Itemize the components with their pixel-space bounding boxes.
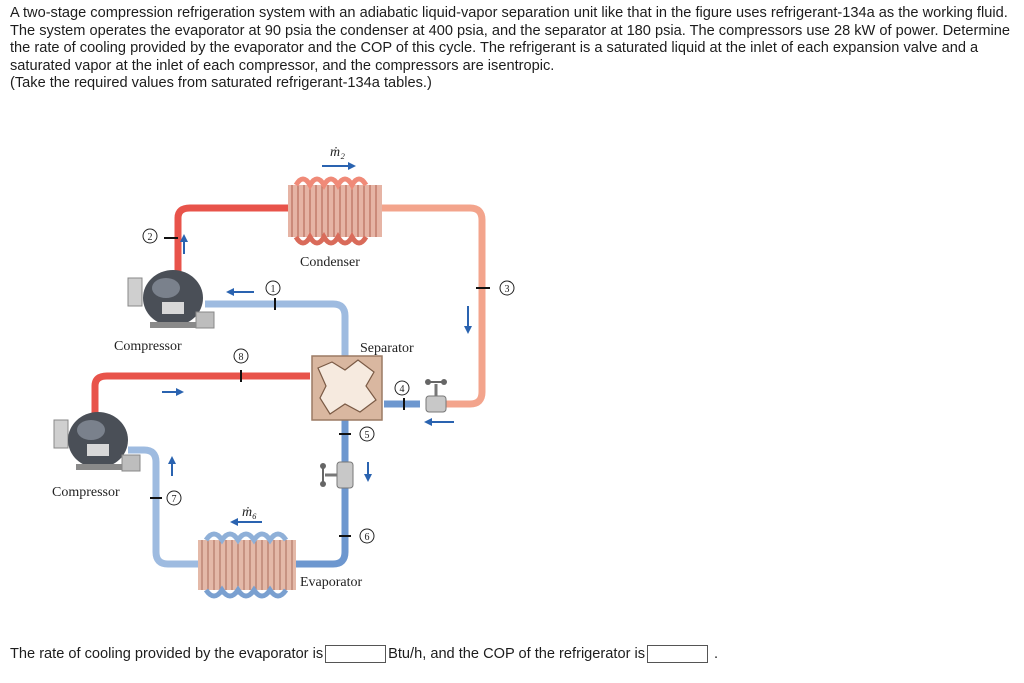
answer-suffix: . [714,646,719,662]
condenser-coil [288,176,382,246]
compressor-bottom [53,412,141,472]
pipe-3 [380,204,486,408]
state-4-label: 4 [400,384,405,395]
compressor-bottom-label: Compressor [52,485,120,500]
condenser-label: Condenser [300,255,360,270]
cooling-rate-input[interactable] [325,645,387,663]
state-7-label: 7 [172,494,177,505]
arrow-state-8 [162,388,184,396]
arrow-state-2 [180,234,188,254]
evaporator-label: Evaporator [300,575,363,590]
state-6-label: 6 [365,532,370,543]
problem-paragraph: A two-stage compression refrigeration sy… [10,5,1010,74]
arrow-state-1 [226,288,254,296]
state-5-label: 5 [365,430,370,441]
m6-label: ṁ₆ [242,505,257,520]
pipe-2-condenser [174,204,290,275]
state-circles [142,228,515,544]
answer-line: The rate of cooling provided by the evap… [10,643,718,665]
state-2-label: 2 [148,232,153,243]
m6-arrow [230,518,262,526]
expansion-valve-upper [425,379,447,413]
problem-note: (Take the required values from saturated… [10,75,432,92]
answer-unit-middle: Btu/h, and the COP of the refrigerator i… [388,646,646,662]
arrow-state-7 [168,456,176,476]
problem-statement: A two-stage compression refrigeration sy… [10,5,1010,93]
pipe-1 [205,300,349,360]
refrigeration-cycle-diagram: Condenser ṁ₂ Evaporator ṁ₆ Separator [52,145,515,599]
state-ticks [150,237,490,537]
state-1-label: 1 [271,284,276,295]
expansion-valve-lower [320,461,354,489]
state-3-label: 3 [505,284,510,295]
compressor-top-label: Compressor [114,339,182,354]
state-8-label: 8 [239,352,244,363]
pipe-8 [91,372,310,420]
pipe-6 [295,488,349,568]
arrow-state-3 [464,306,472,334]
compressor-top [127,270,215,329]
arrow-state-5 [364,462,372,482]
flow-arrows [162,234,472,482]
state-numbers: 2 1 3 4 5 6 7 8 [148,232,510,543]
m2-arrow [322,162,356,170]
answer-prefix: The rate of cooling provided by the evap… [10,646,324,662]
evaporator-coil [198,531,296,599]
m2-label: ṁ₂ [330,145,345,160]
separator-tank [311,355,383,421]
pipe-7 [128,446,200,568]
separator-label: Separator [360,341,414,356]
cop-input[interactable] [647,645,709,663]
arrow-state-4 [424,418,454,426]
